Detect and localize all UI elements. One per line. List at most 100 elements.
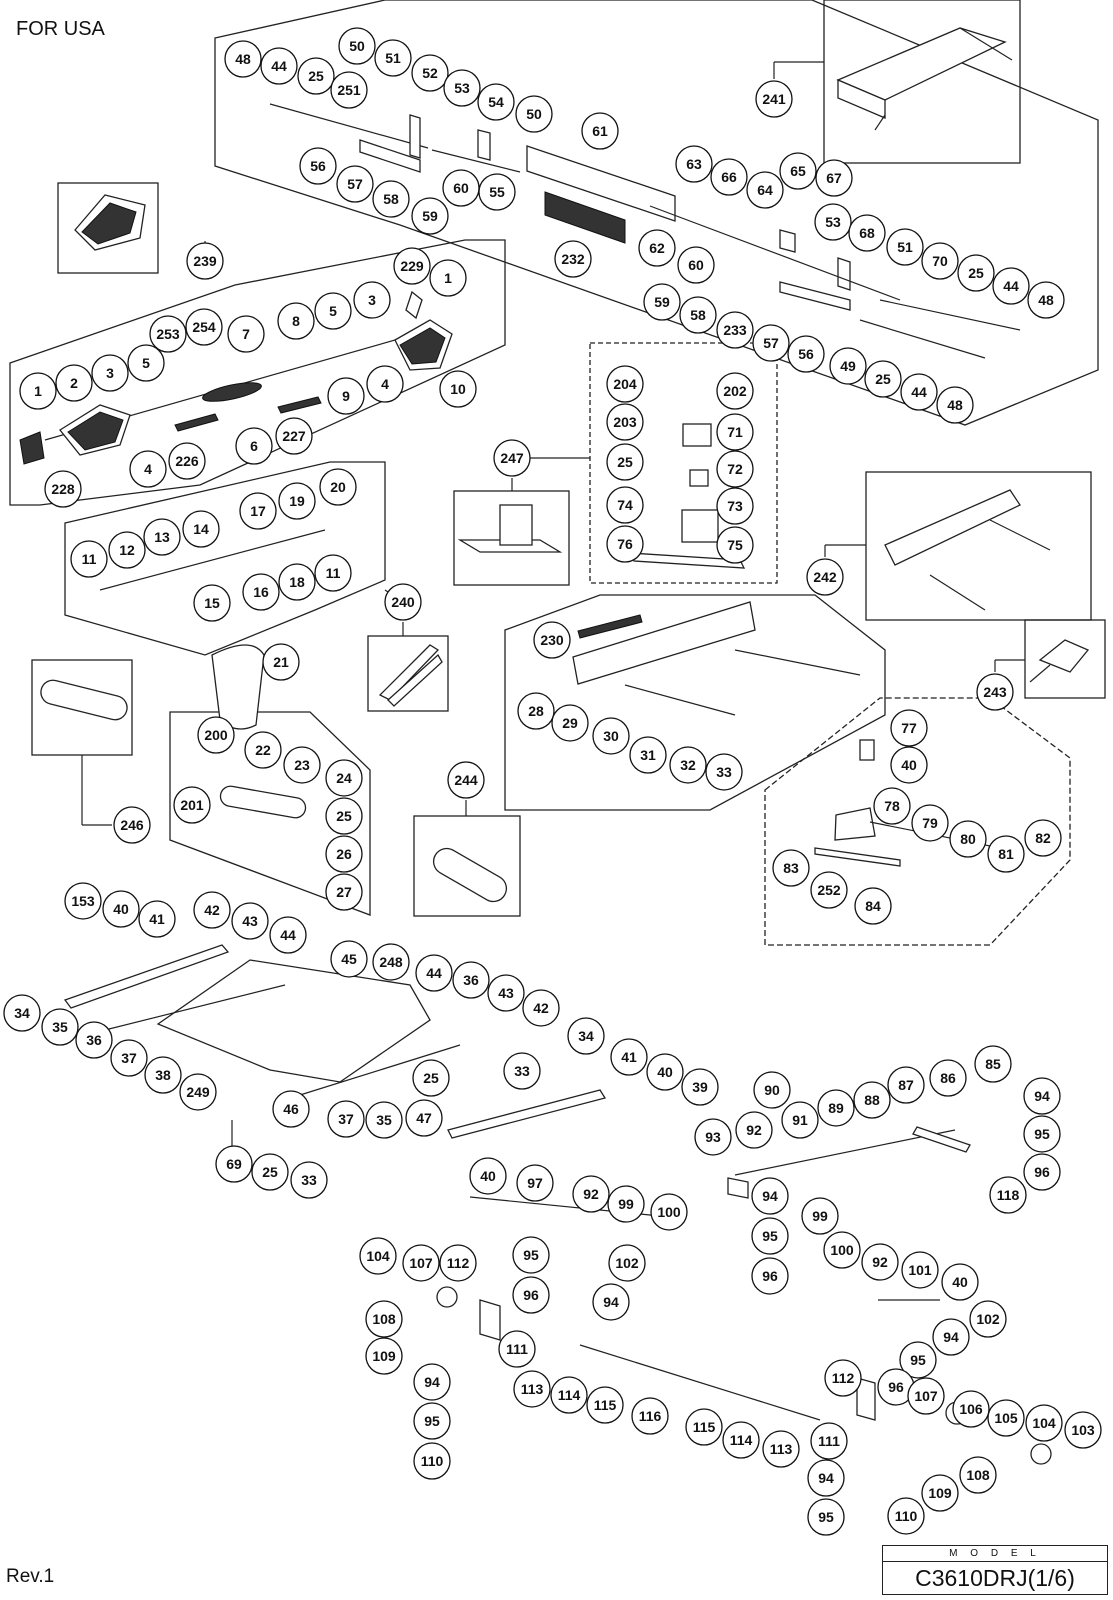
callout-circle [1025, 1404, 1063, 1442]
callout-number: 19 [289, 493, 305, 509]
callout-number: 4 [381, 376, 389, 392]
part-callout-113: 113 [513, 1370, 551, 1408]
callout-number: 86 [940, 1070, 956, 1086]
callout-circle [512, 1276, 550, 1314]
part-callout-32: 32 [669, 746, 707, 784]
callout-circle [244, 731, 282, 769]
callout-number: 96 [762, 1268, 778, 1284]
part-callout-2: 2 [55, 364, 93, 402]
callout-circle [110, 1039, 148, 1077]
part-callout-4: 4 [129, 450, 167, 488]
callout-circle [610, 1038, 648, 1076]
callout-circle [325, 759, 363, 797]
callout-number: 51 [897, 239, 913, 255]
callout-number: 45 [341, 951, 357, 967]
part-callout-53: 53 [814, 203, 852, 241]
callout-number: 114 [730, 1432, 753, 1448]
part-callout-228: 228 [44, 470, 82, 508]
part-callout-29: 29 [551, 704, 589, 742]
callout-number: 103 [1071, 1422, 1095, 1438]
callout-circle [716, 311, 754, 349]
part-callout-24: 24 [325, 759, 363, 797]
part-callout-40: 40 [469, 1157, 507, 1195]
part-callout-94: 94 [592, 1283, 630, 1321]
callout-number: 42 [204, 902, 220, 918]
callout-number: 232 [561, 251, 585, 267]
callout-circle [781, 1101, 819, 1139]
callout-number: 253 [156, 326, 180, 342]
callout-number: 25 [423, 1070, 439, 1086]
part-callout-37: 37 [327, 1100, 365, 1138]
callout-circle [186, 242, 224, 280]
callout-circle [681, 1068, 719, 1106]
callout-circle [193, 891, 231, 929]
part-callout-15: 15 [193, 584, 231, 622]
callout-circle [55, 364, 93, 402]
part-callout-67: 67 [815, 159, 853, 197]
callout-number: 33 [301, 1172, 317, 1188]
part-callout-33: 33 [290, 1161, 328, 1199]
callout-circle [443, 69, 481, 107]
callout-circle [890, 746, 928, 784]
part-callout-30: 30 [592, 717, 630, 755]
part-callout-1: 1 [429, 259, 467, 297]
callout-circle [606, 365, 644, 403]
callout-circle [957, 254, 995, 292]
callout-number: 23 [294, 757, 310, 773]
assembly-240-frame [64, 461, 386, 656]
callout-number: 204 [613, 376, 637, 392]
callout-number: 1 [34, 383, 42, 399]
callout-circle [412, 1059, 450, 1097]
callout-number: 66 [721, 169, 737, 185]
callout-number: 46 [283, 1101, 299, 1117]
callout-number: 93 [705, 1129, 721, 1145]
callout-circle [669, 746, 707, 784]
part-callout-60: 60 [677, 246, 715, 284]
callout-circle [215, 1145, 253, 1183]
callout-circle [551, 704, 589, 742]
assembly-239-frame [9, 239, 506, 506]
callout-circle [853, 1081, 891, 1119]
part-callout-233: 233 [716, 311, 754, 349]
callout-number: 48 [235, 51, 251, 67]
callout-circle [469, 1157, 507, 1195]
callout-circle [987, 1399, 1025, 1437]
callout-number: 57 [347, 176, 363, 192]
callout-number: 54 [488, 94, 504, 110]
revision-label: Rev.1 [6, 1566, 55, 1587]
callout-number: 17 [250, 503, 266, 519]
part-callout-25: 25 [606, 443, 644, 481]
callout-number: 34 [578, 1028, 594, 1044]
callout-number: 248 [379, 954, 403, 970]
callout-circle [179, 1073, 217, 1111]
part-callout-111: 111 [498, 1330, 536, 1368]
callout-number: 73 [727, 498, 743, 514]
callout-number: 33 [514, 1063, 530, 1079]
callout-number: 10 [450, 381, 466, 397]
callout-circle [193, 584, 231, 622]
callout-number: 58 [383, 191, 399, 207]
callout-circle [3, 994, 41, 1032]
part-callout-240: 240 [384, 583, 422, 621]
callout-number: 5 [329, 303, 337, 319]
callout-circle [269, 916, 307, 954]
callout-number: 95 [523, 1247, 539, 1263]
callout-circle [314, 554, 352, 592]
part-callout-22: 22 [244, 731, 282, 769]
part-callout-94: 94 [807, 1459, 845, 1497]
part-callout-31: 31 [629, 736, 667, 774]
callout-number: 92 [746, 1122, 762, 1138]
part-callout-4: 4 [366, 365, 404, 403]
callout-circle [949, 820, 987, 858]
part-callout-41: 41 [610, 1038, 648, 1076]
callout-number: 153 [71, 893, 95, 909]
callout-circle [779, 152, 817, 190]
part-callout-10: 10 [439, 370, 477, 408]
callout-circle [1023, 1077, 1061, 1115]
callout-number: 241 [762, 91, 786, 107]
part-callout-87: 87 [887, 1066, 925, 1104]
callout-circle [629, 736, 667, 774]
callout-number: 82 [1035, 830, 1051, 846]
callout-number: 90 [764, 1082, 780, 1098]
callout-number: 100 [830, 1242, 854, 1258]
